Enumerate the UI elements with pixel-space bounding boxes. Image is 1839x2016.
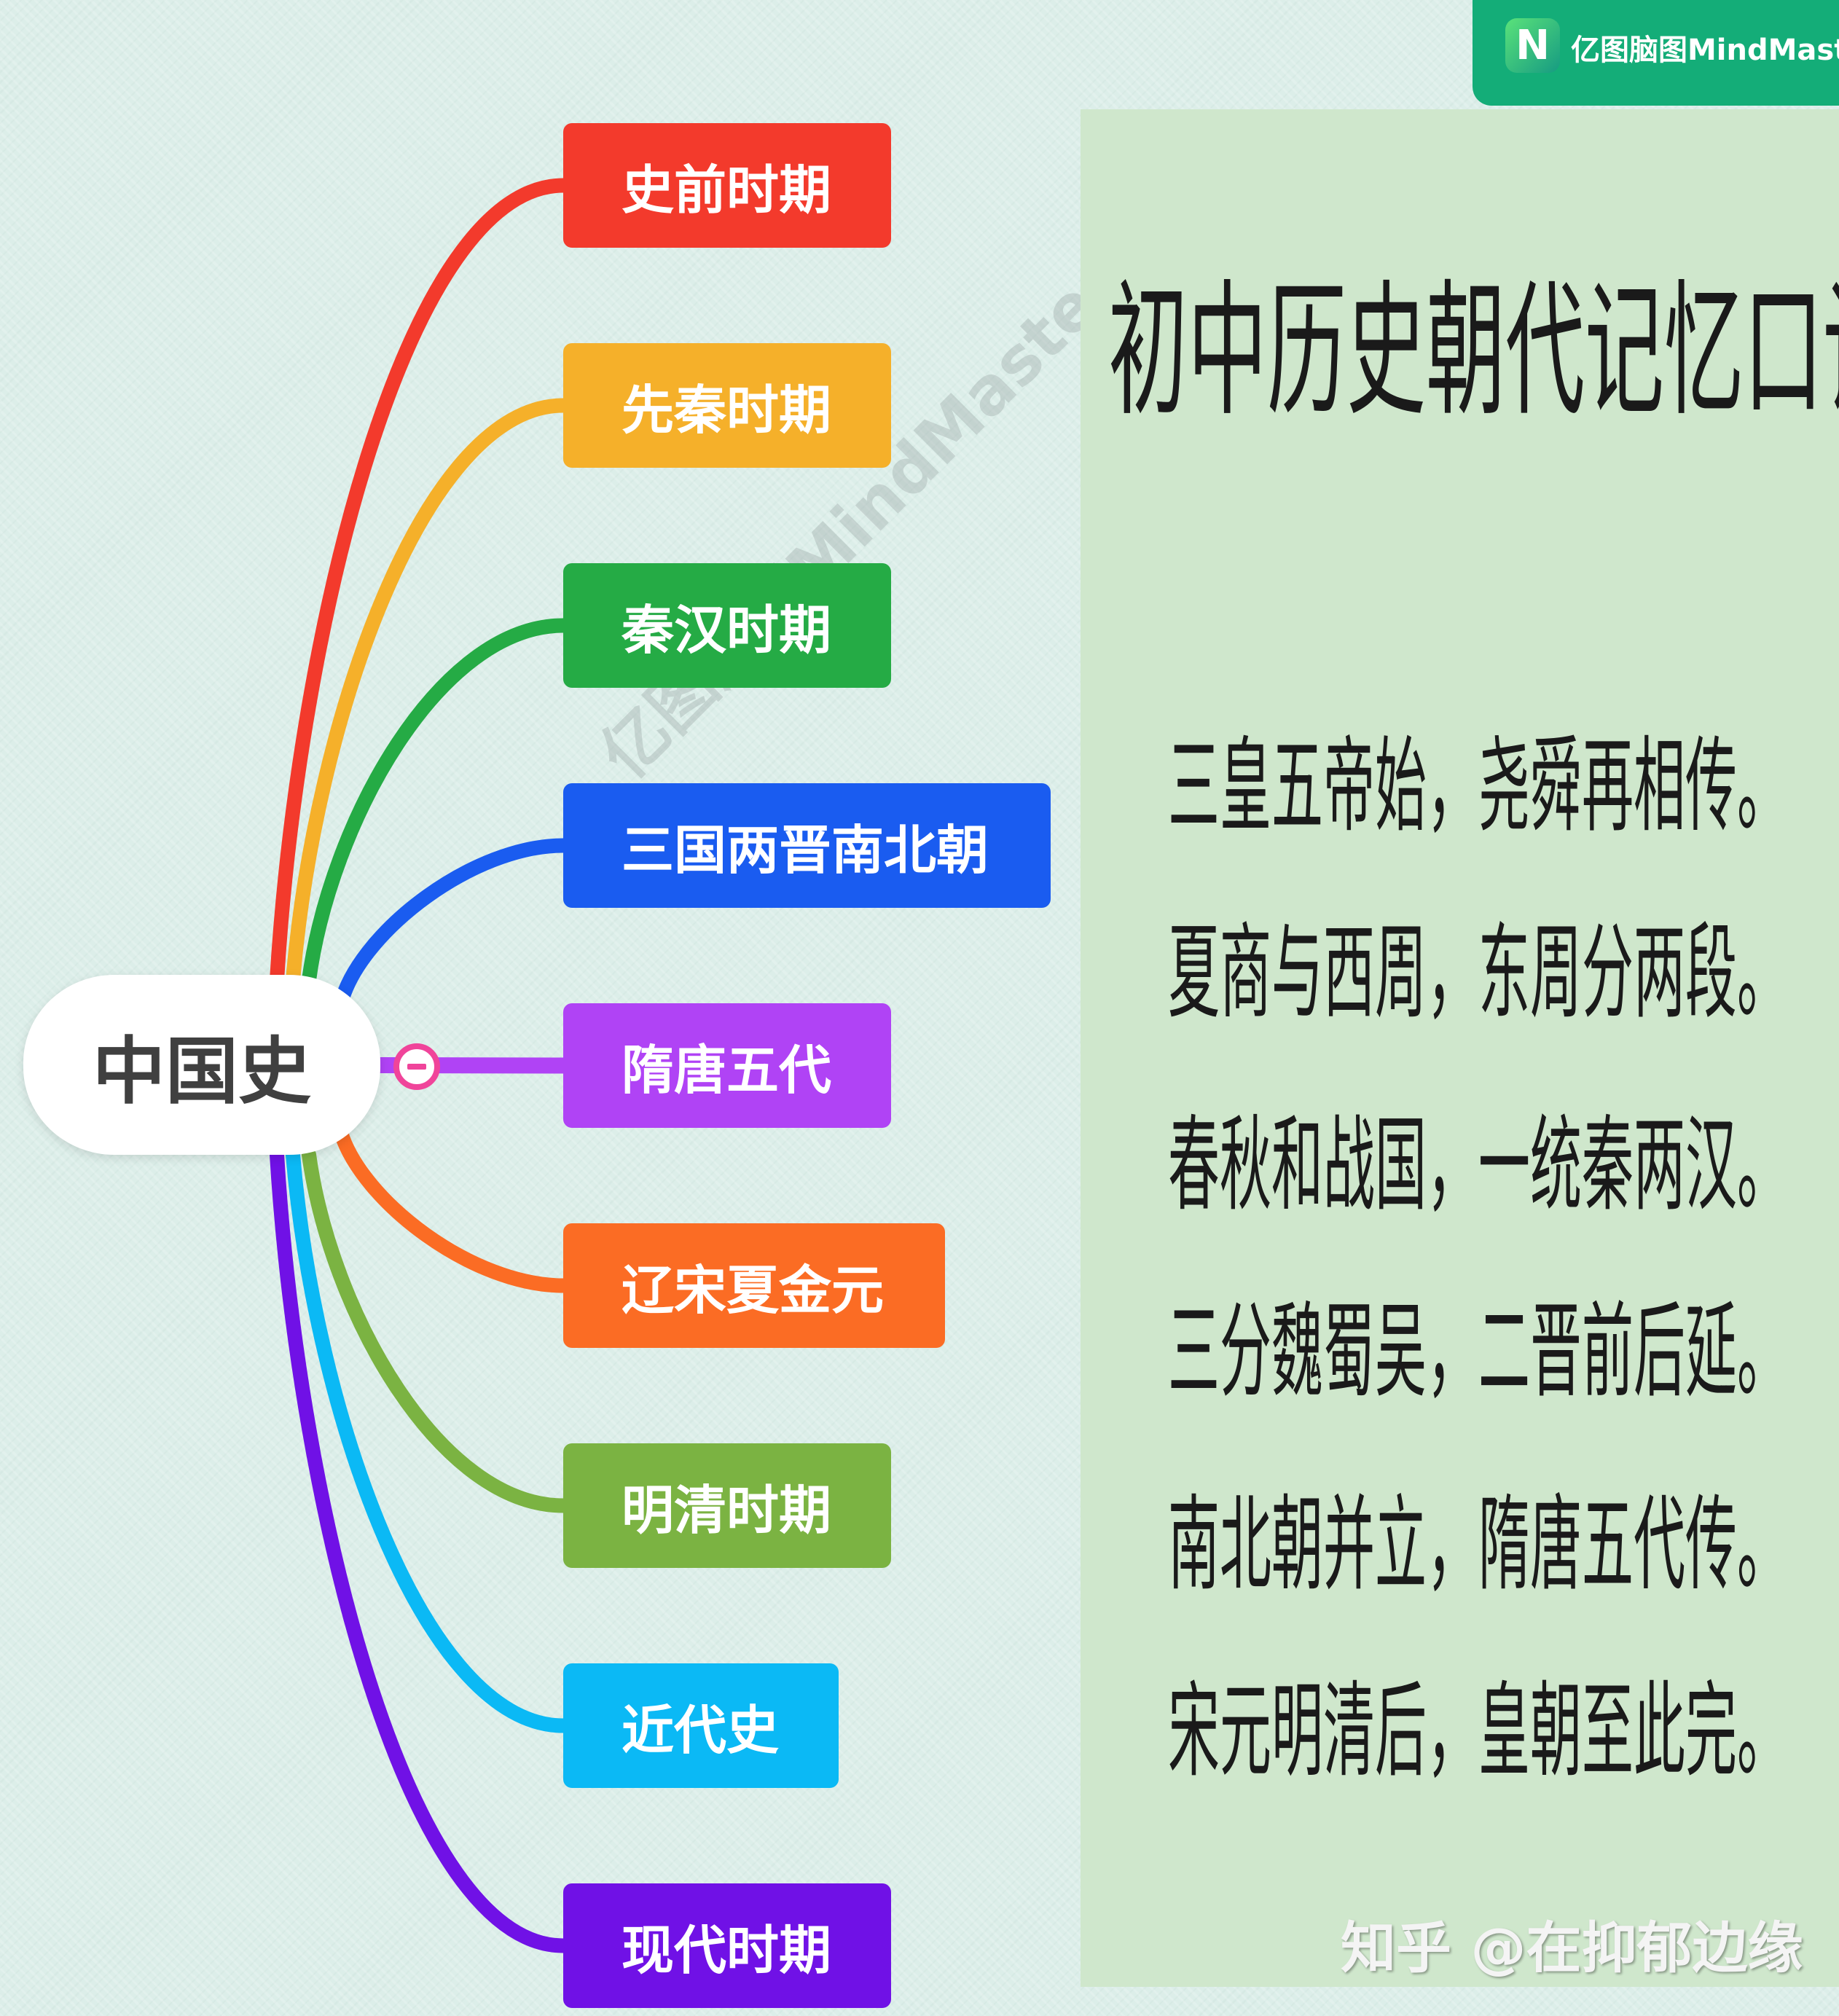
mindmaster-badge: N 亿图脑图MindMaster — [1473, 0, 1839, 106]
mnemonic-line: 南北朝并立，隋唐五代传。 — [1168, 1488, 1789, 1603]
logo-text: 亿图脑图MindMaster — [1571, 34, 1839, 67]
mnemonic-panel — [1081, 109, 1839, 1987]
branch-topic[interactable]: 辽宋夏金元 — [563, 1223, 945, 1348]
mnemonic-line: 三分魏蜀吴，二晋前后延。 — [1168, 1295, 1789, 1410]
branch-topic[interactable]: 隋唐五代 — [563, 1003, 891, 1128]
branch-topic[interactable]: 先秦时期 — [563, 343, 891, 468]
panel-title: 初中历史朝代记忆口诀 — [1108, 272, 1839, 434]
branch-topic[interactable]: 近代史 — [563, 1663, 839, 1788]
branch-link — [270, 1148, 570, 1953]
mnemonic-line: 宋元明清后，皇朝至此完。 — [1168, 1674, 1789, 1789]
mnemonic-line: 三皇五帝始，尧舜再相传。 — [1168, 729, 1789, 844]
branch-link — [302, 1148, 570, 1513]
branch-topic[interactable]: 三国两晋南北朝 — [563, 783, 1051, 908]
root-topic[interactable]: 中国史 — [23, 975, 380, 1155]
minus-icon — [407, 1064, 426, 1070]
credit-watermark: 知乎 @在抑郁边缘 — [1341, 1915, 1803, 1980]
branch-link — [302, 618, 570, 987]
branch-topic[interactable]: 现代时期 — [563, 1883, 891, 2008]
mnemonic-line: 夏商与西周，东周分两段。 — [1168, 916, 1789, 1031]
branch-topic[interactable]: 史前时期 — [563, 123, 891, 248]
mnemonic-line: 春秋和战国，一统秦两汉。 — [1168, 1108, 1789, 1223]
branch-link — [286, 1148, 570, 1733]
branch-link — [335, 838, 570, 1005]
branch-link — [286, 398, 570, 987]
collapse-button[interactable] — [393, 1043, 440, 1090]
branch-link — [334, 1126, 570, 1293]
branch-link — [270, 178, 570, 987]
branch-topic[interactable]: 秦汉时期 — [563, 563, 891, 688]
branch-topic[interactable]: 明清时期 — [563, 1443, 891, 1568]
mindmaster-logo-icon: N — [1505, 18, 1560, 73]
